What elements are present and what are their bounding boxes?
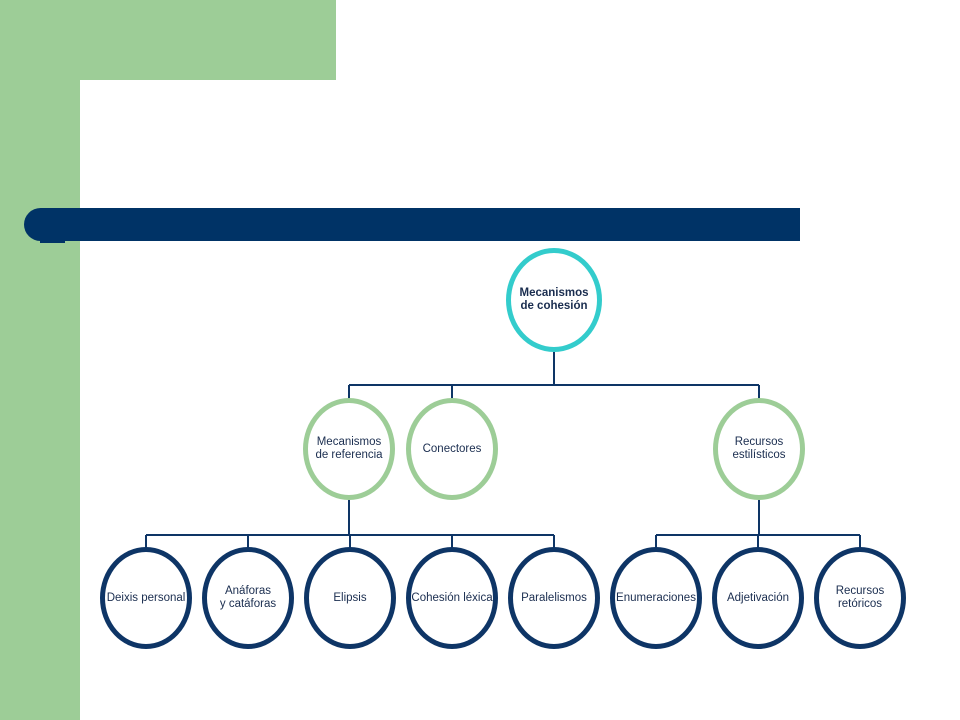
- node-conectores: Conectores: [406, 398, 498, 500]
- node-label: Deixis personal: [106, 591, 186, 604]
- node-adjetivacion: Adjetivación: [712, 547, 804, 649]
- node-recursos-retoricos: Recursos retóricos: [814, 547, 906, 649]
- node-elipsis: Elipsis: [304, 547, 396, 649]
- node-label: Enumeraciones: [616, 591, 696, 604]
- node-label: Elipsis: [333, 591, 367, 604]
- node-paralelismos: Paralelismos: [508, 547, 600, 649]
- node-root: Mecanismos de cohesión: [506, 248, 602, 352]
- node-label: Mecanismos de referencia: [315, 436, 383, 461]
- node-label: Conectores: [422, 442, 482, 455]
- title-bar-accent: [40, 241, 65, 243]
- node-root-label: Mecanismos de cohesión: [519, 287, 589, 312]
- node-anaforas-y-cataforas: Anáforas y catáforas: [202, 547, 294, 649]
- node-label: Paralelismos: [521, 591, 587, 604]
- node-label: Cohesión léxica: [411, 591, 493, 604]
- node-label: Recursos retóricos: [835, 585, 885, 610]
- title-bar: [24, 208, 800, 241]
- node-label: Adjetivación: [726, 591, 789, 604]
- decorative-green-band-left: [0, 0, 80, 720]
- node-label: Recursos estilísticos: [732, 436, 786, 461]
- node-label: Anáforas y catáforas: [219, 585, 277, 610]
- node-cohesion-lexica: Cohesión léxica: [406, 547, 498, 649]
- node-deixis-personal: Deixis personal: [100, 547, 192, 649]
- node-enumeraciones: Enumeraciones: [610, 547, 702, 649]
- node-recursos-estilisticos: Recursos estilísticos: [713, 398, 805, 500]
- node-mecanismos-de-referencia: Mecanismos de referencia: [303, 398, 395, 500]
